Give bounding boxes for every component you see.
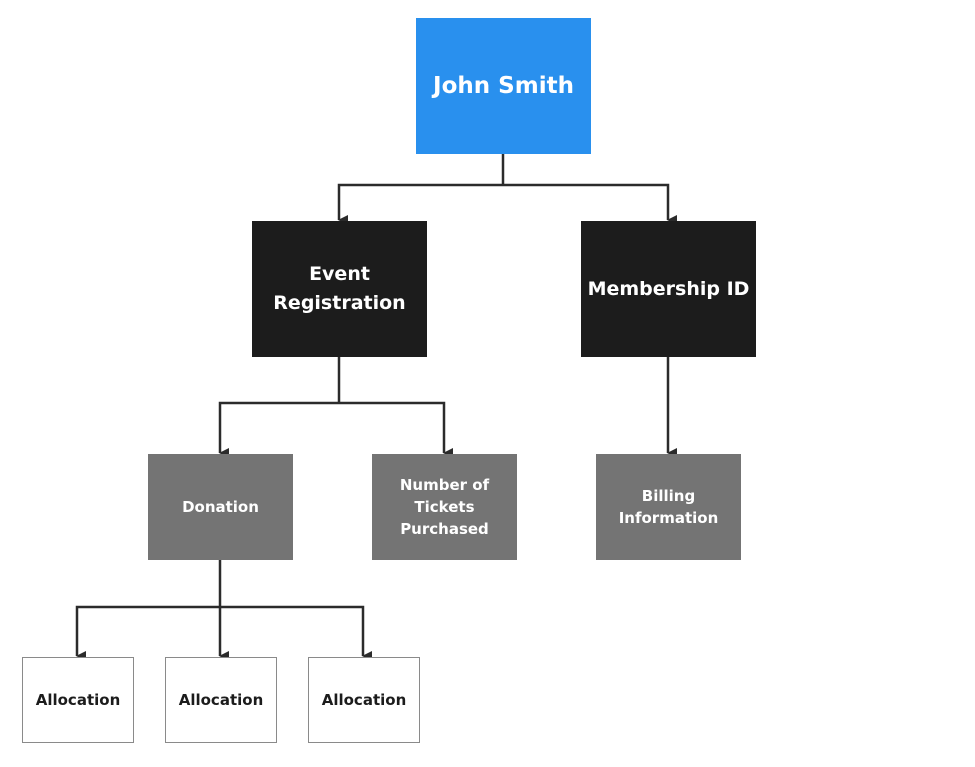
node-donation-label: Donation [182,498,259,516]
node-event-registration-line-1: Event [309,263,370,285]
node-allocation-1[interactable]: Allocation [22,657,134,743]
connector-event-registration-to-donation [218,401,339,458]
node-event-registration-line-2: Registration [273,292,406,314]
node-tickets-line-3: Purchased [400,520,489,538]
connector-root-to-membership-id [503,183,677,225]
node-tickets-label: Number of Tickets Purchased [400,474,489,540]
node-allocation-3-label: Allocation [321,691,407,709]
connector-event-registration-to-tickets [339,401,453,458]
node-membership-id-label: Membership ID [587,277,750,300]
node-tickets-line-2: Tickets [414,498,475,516]
connector-root-to-event-registration [337,183,503,225]
connector-donation-to-allocation-3 [220,605,372,661]
node-event-registration-label: Event Registration [273,260,405,318]
node-allocation-1-label: Allocation [35,691,121,709]
node-billing-label: Billing Information [619,485,719,529]
node-allocation-2-label: Allocation [178,691,264,709]
node-event-registration[interactable]: Event Registration [252,221,427,357]
node-tickets-line-1: Number of [399,476,490,494]
node-allocation-2[interactable]: Allocation [165,657,277,743]
node-billing-information[interactable]: Billing Information [596,454,741,560]
node-number-of-tickets-purchased[interactable]: Number of Tickets Purchased [372,454,517,560]
node-billing-line-2: Information [618,509,719,527]
node-allocation-3[interactable]: Allocation [308,657,420,743]
node-membership-id[interactable]: Membership ID [581,221,756,357]
node-john-smith-label: John Smith [433,73,574,99]
node-billing-line-1: Billing [641,487,696,505]
node-donation[interactable]: Donation [148,454,293,560]
connector-donation-to-allocation-1 [75,605,220,661]
node-john-smith[interactable]: John Smith [416,18,591,154]
